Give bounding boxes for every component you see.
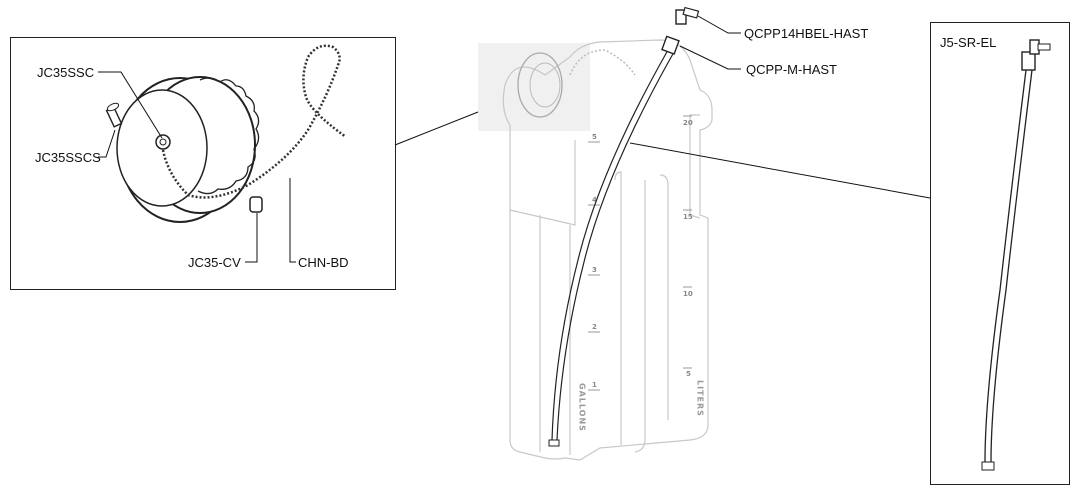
leader-jc35sscs — [98, 129, 116, 158]
label-j5-sr-el: J5-SR-EL — [940, 35, 996, 50]
gallon-mark-3: 3 — [592, 266, 597, 274]
label-qcpp14hbel-hast: QCPP14HBEL-HAST — [744, 26, 868, 41]
cap-screw-illustration — [105, 102, 123, 128]
leader-qcpp-m-hast — [679, 45, 741, 70]
label-jc35-cv: JC35-CV — [188, 255, 241, 270]
liter-mark-10: 10 — [683, 290, 693, 298]
liter-mark-5: 5 — [686, 370, 691, 378]
leader-jc35-cv — [245, 213, 258, 263]
leader-chn-bd — [289, 178, 296, 263]
gallon-mark-1: 1 — [592, 381, 597, 389]
jerry-can-illustration — [502, 39, 713, 461]
cap-detail-box — [10, 37, 396, 290]
callout-line-cap — [394, 111, 479, 146]
liter-mark-15: 15 — [683, 213, 693, 221]
liters-vertical-label: LITERS — [696, 380, 705, 417]
cap-highlight-area — [478, 43, 590, 131]
gallon-mark-4: 4 — [592, 196, 597, 204]
dip-tube-detail-box — [930, 22, 1070, 485]
label-jc35sscs: JC35SSCS — [35, 150, 101, 165]
dip-tube-illustration — [981, 39, 1051, 471]
leader-qcpp14hbel-hast — [697, 15, 741, 34]
fuel-cap-illustration — [116, 76, 260, 223]
gallon-mark-5: 5 — [592, 133, 597, 141]
leader-jc35ssc — [98, 71, 163, 139]
bead-chain-illustration — [161, 44, 347, 199]
callout-line-tube — [629, 142, 931, 199]
elbow-coupling-illustration — [675, 6, 700, 25]
liter-mark-20: 20 — [683, 119, 693, 127]
label-chn-bd: CHN-BD — [298, 255, 349, 270]
label-qcpp-m-hast: QCPP-M-HAST — [746, 62, 837, 77]
gallon-mark-2: 2 — [592, 323, 597, 331]
label-jc35ssc: JC35SSC — [37, 65, 94, 80]
gallons-vertical-label: GALLONS — [578, 383, 587, 432]
cap-vent-illustration — [249, 196, 263, 213]
dip-tube-in-jug — [548, 35, 680, 447]
